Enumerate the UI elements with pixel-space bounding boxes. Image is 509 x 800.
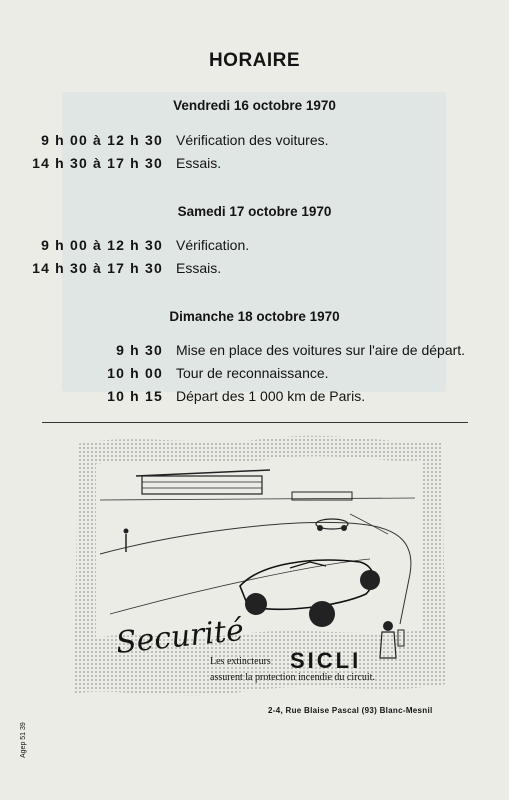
schedule-row: 10 h 00 Tour de reconnaissance. bbox=[0, 365, 509, 385]
day-heading-saturday: Samedi 17 octobre 1970 bbox=[177, 204, 332, 219]
schedule-row: 9 h 30 Mise en place des voitures sur l'… bbox=[0, 342, 509, 362]
schedule-row: 10 h 15 Départ des 1 000 km de Paris. bbox=[0, 388, 509, 408]
sicli-advertisement: Securité SICLI Les extincteurs assurent … bbox=[70, 434, 450, 704]
schedule-row: 14 h 30 à 17 h 30 Essais. bbox=[0, 155, 509, 175]
schedule-activity: Essais. bbox=[176, 155, 222, 171]
page-title: HORAIRE bbox=[208, 50, 301, 71]
schedule-row: 9 h 00 à 12 h 30 Vérification. bbox=[0, 237, 509, 257]
schedule-time: 9 h 30 bbox=[116, 342, 163, 358]
schedule-row: 14 h 30 à 17 h 30 Essais. bbox=[0, 260, 509, 280]
schedule-activity: Vérification. bbox=[176, 237, 250, 253]
section-divider bbox=[42, 422, 468, 423]
ad-tagline-line1: Les extincteurs bbox=[210, 656, 271, 667]
race-track-illustration bbox=[74, 435, 446, 696]
schedule-activity: Mise en place des voitures sur l'aire de… bbox=[176, 342, 466, 358]
schedule-activity: Essais. bbox=[176, 260, 222, 276]
schedule-activity: Vérification des voitures. bbox=[176, 132, 329, 148]
ad-brand-name: SICLI bbox=[290, 648, 362, 673]
schedule-activity: Tour de reconnaissance. bbox=[176, 365, 329, 381]
day-heading-friday: Vendredi 16 octobre 1970 bbox=[173, 98, 336, 113]
schedule-time: 10 h 15 bbox=[107, 388, 163, 404]
ad-tagline-line2: assurent la protection incendie du circu… bbox=[210, 672, 375, 683]
show-through-background bbox=[62, 92, 446, 392]
printer-code: Agep 51 39 bbox=[20, 722, 27, 758]
schedule-time: 10 h 00 bbox=[107, 365, 163, 381]
schedule-time: 9 h 00 à 12 h 30 bbox=[41, 237, 163, 253]
schedule-time: 14 h 30 à 17 h 30 bbox=[32, 155, 163, 171]
schedule-time: 14 h 30 à 17 h 30 bbox=[32, 260, 163, 276]
schedule-row: 9 h 00 à 12 h 30 Vérification des voitur… bbox=[0, 132, 509, 152]
schedule-activity: Départ des 1 000 km de Paris. bbox=[176, 388, 366, 404]
schedule-time: 9 h 00 à 12 h 30 bbox=[41, 132, 163, 148]
day-heading-sunday: Dimanche 18 octobre 1970 bbox=[169, 309, 340, 324]
ad-address: 2-4, Rue Blaise Pascal (93) Blanc-Mesnil bbox=[268, 706, 433, 715]
